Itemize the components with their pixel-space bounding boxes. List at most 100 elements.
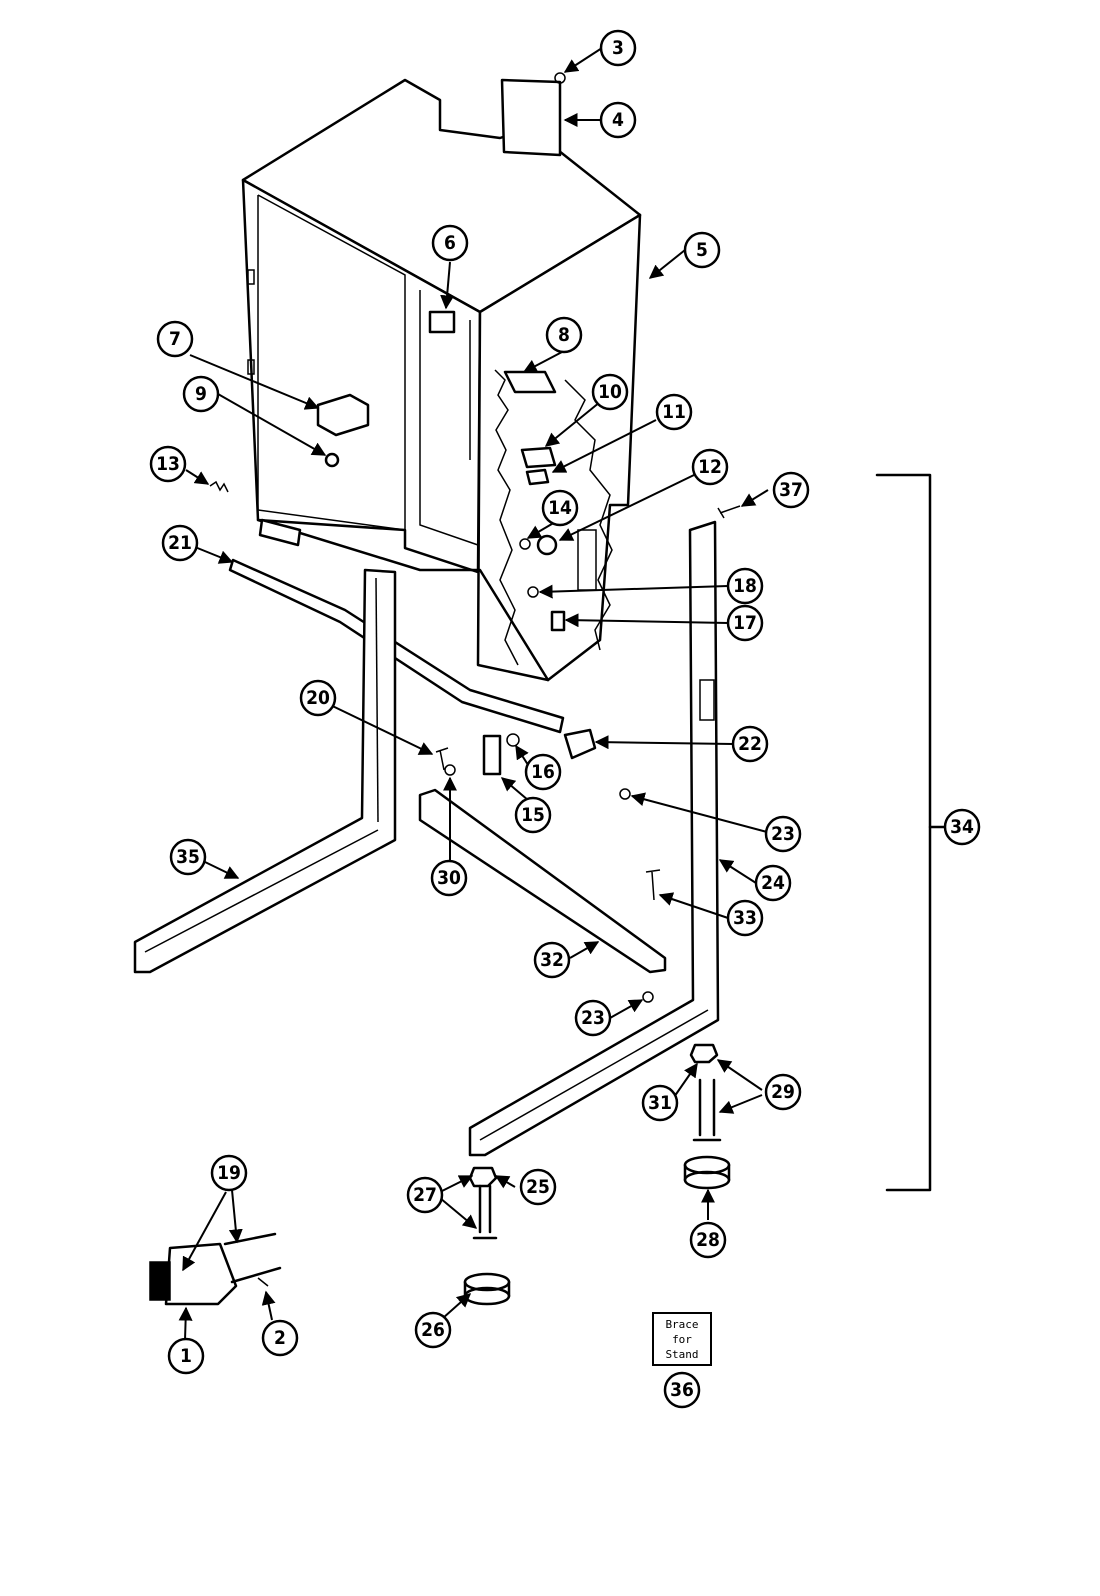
callout-17: 17 <box>726 604 764 642</box>
callout-2: 2 <box>261 1319 299 1357</box>
clip-part-15 <box>482 734 502 776</box>
screw-part-14 <box>519 538 531 550</box>
svg-text:16: 16 <box>531 761 555 783</box>
callout-29: 29 <box>764 1073 802 1111</box>
callout-28: 28 <box>689 1221 727 1259</box>
note-line-1: Brace <box>665 1318 698 1331</box>
callout-11: 11 <box>655 393 693 431</box>
callouts: 1 2 3 4 5 6 7 8 9 10 11 12 13 14 15 16 1… <box>149 29 981 1409</box>
screw-part-9 <box>324 452 340 468</box>
svg-text:29: 29 <box>771 1081 795 1103</box>
callout-25: 25 <box>519 1168 557 1206</box>
svg-text:37: 37 <box>779 479 803 501</box>
plate-part-10 <box>520 446 557 469</box>
callout-15: 15 <box>514 796 552 834</box>
svg-text:33: 33 <box>733 907 757 929</box>
plug-part-23a <box>619 788 631 800</box>
leader-lines <box>178 47 769 1341</box>
group-bracket <box>875 473 932 1192</box>
callout-37: 37 <box>772 471 810 509</box>
note-line-2: for <box>672 1333 692 1346</box>
note-box: Brace for Stand <box>652 1312 712 1366</box>
bolt-part-27 <box>472 1184 498 1240</box>
nut-part-30 <box>444 764 456 776</box>
svg-text:3: 3 <box>612 37 624 59</box>
callout-3: 3 <box>599 29 637 67</box>
callout-12: 12 <box>691 448 729 486</box>
svg-text:20: 20 <box>306 687 330 709</box>
svg-text:36: 36 <box>670 1379 694 1401</box>
leg-part-24 <box>468 520 720 1157</box>
callout-19: 19 <box>210 1154 248 1192</box>
connector-part-1 <box>149 1232 282 1306</box>
svg-text:7: 7 <box>169 328 181 350</box>
bracket-part-8 <box>503 370 557 394</box>
nut-part-25 <box>468 1166 498 1188</box>
bracket-part-22 <box>563 728 597 760</box>
callout-27: 27 <box>406 1176 444 1214</box>
cover-screw <box>554 72 566 84</box>
bolt-part-29 <box>692 1078 722 1142</box>
washer-part-16 <box>506 733 520 747</box>
callout-10: 10 <box>591 373 629 411</box>
svg-text:19: 19 <box>217 1162 241 1184</box>
callout-1: 1 <box>167 1337 205 1375</box>
svg-text:34: 34 <box>950 816 974 838</box>
bolt-part-33 <box>645 869 661 901</box>
clip-part-12 <box>536 534 558 556</box>
svg-text:35: 35 <box>176 846 200 868</box>
nut-part-11 <box>525 468 550 486</box>
svg-text:12: 12 <box>698 456 722 478</box>
screw-part-20 <box>435 747 449 771</box>
svg-text:31: 31 <box>648 1092 672 1114</box>
callout-13: 13 <box>149 445 187 483</box>
note-line-3: Stand <box>665 1348 698 1361</box>
svg-text:17: 17 <box>733 612 757 634</box>
spring-part-13 <box>209 480 229 493</box>
callout-4: 4 <box>599 101 637 139</box>
svg-text:14: 14 <box>548 497 572 519</box>
switch-part-6 <box>428 310 456 334</box>
svg-text:13: 13 <box>156 453 180 475</box>
callout-36: 36 <box>663 1371 701 1409</box>
svg-text:2: 2 <box>274 1327 286 1349</box>
svg-text:30: 30 <box>437 867 461 889</box>
rail-part-32 <box>418 788 667 974</box>
svg-text:32: 32 <box>540 949 564 971</box>
callout-32: 32 <box>533 941 571 979</box>
svg-text:27: 27 <box>413 1184 437 1206</box>
callout-24: 24 <box>754 864 792 902</box>
callout-33: 33 <box>726 899 764 937</box>
callout-31: 31 <box>641 1084 679 1122</box>
svg-text:26: 26 <box>421 1319 445 1341</box>
callout-30: 30 <box>430 859 468 897</box>
callout-16: 16 <box>524 753 562 791</box>
svg-text:11: 11 <box>662 401 686 423</box>
leg-part-35 <box>133 568 397 974</box>
rivet-part-18 <box>527 586 539 598</box>
callout-7: 7 <box>156 320 194 358</box>
cover-plate <box>500 78 562 157</box>
svg-text:15: 15 <box>521 804 545 826</box>
callout-6: 6 <box>431 224 469 262</box>
svg-text:22: 22 <box>738 733 762 755</box>
callout-34: 34 <box>943 808 981 846</box>
screw-part-37 <box>717 505 741 519</box>
callout-23b: 23 <box>574 999 612 1037</box>
callout-8: 8 <box>545 316 583 354</box>
plug-part-23b <box>642 991 654 1003</box>
svg-text:10: 10 <box>598 381 622 403</box>
clip-part-17 <box>550 610 566 632</box>
callout-14: 14 <box>541 489 579 527</box>
callout-21: 21 <box>161 524 199 562</box>
callout-20: 20 <box>299 679 337 717</box>
svg-text:6: 6 <box>444 232 456 254</box>
nut-part-31 <box>689 1043 719 1064</box>
svg-text:9: 9 <box>195 383 207 405</box>
callout-35: 35 <box>169 838 207 876</box>
svg-text:4: 4 <box>612 109 624 131</box>
relay-part-7 <box>316 393 370 437</box>
foot-part-28 <box>683 1155 731 1175</box>
svg-text:8: 8 <box>558 324 570 346</box>
